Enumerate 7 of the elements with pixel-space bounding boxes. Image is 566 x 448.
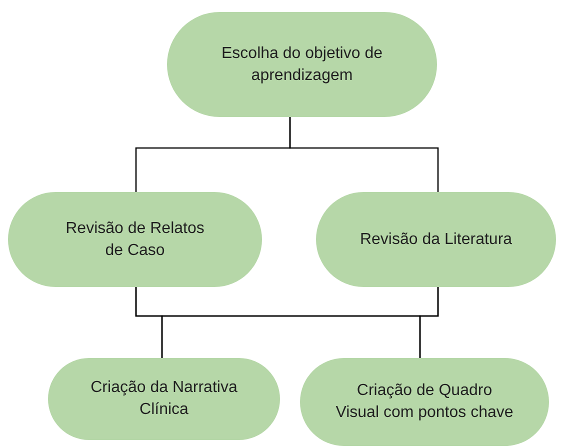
- connector-line: [289, 117, 439, 192]
- node-label: Revisão da Literatura: [360, 230, 512, 250]
- connector-line: [419, 287, 439, 358]
- node-label: Escolha do objetivo de aprendizagem: [220, 44, 384, 86]
- node-label: Criação da Narrativa Clínica: [90, 378, 238, 420]
- node-label: Revisão de Relatos de Caso: [64, 218, 206, 260]
- node-label: Criação de Quadro Visual com pontos chave: [334, 381, 514, 423]
